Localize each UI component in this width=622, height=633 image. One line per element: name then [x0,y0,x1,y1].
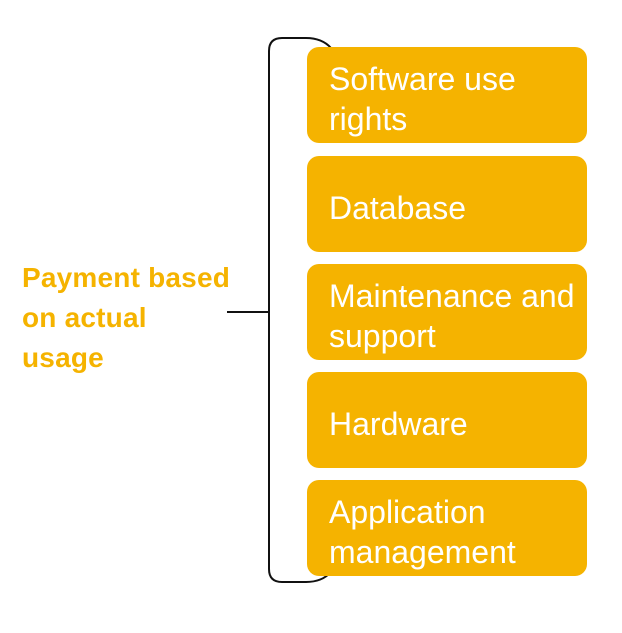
item-label-hardware: Hardware [329,406,468,442]
item-label-maintenance-and-support: Maintenance and support [329,278,575,354]
item-label-database: Database [329,190,466,226]
connector-line [227,311,269,313]
item-box-maintenance-and-support: Maintenance and support [307,264,587,360]
item-label-application-management: Application management [329,494,516,570]
item-box-application-management: Application management [307,480,587,576]
item-label-software-use-rights: Software use rights [329,61,516,137]
item-box-software-use-rights: Software use rights [307,47,587,143]
item-box-database: Database [307,156,587,252]
item-box-hardware: Hardware [307,372,587,468]
payment-label: Payment based on actual usage [22,262,231,373]
